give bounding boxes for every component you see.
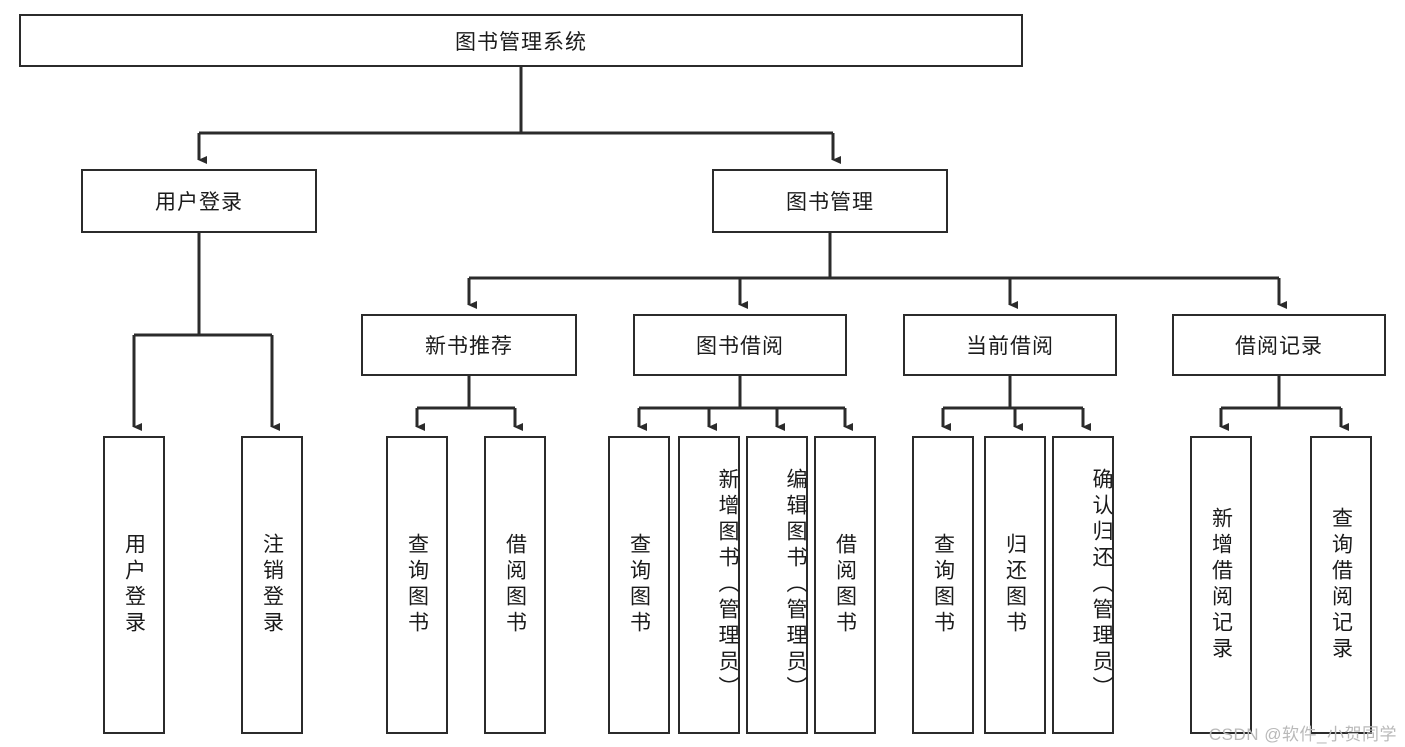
node-label: 当前借阅 [966,335,1054,358]
connector-root-to-level2 [197,67,841,164]
connector-bookmgmt-to-level3 [467,233,1287,309]
node-root-system[interactable]: 图书管理系统 [19,14,1023,67]
node-leaf-query-book-current[interactable]: 查询图书 [912,436,974,734]
node-label: 确认归还（管理员） [1090,468,1113,702]
node-label: 用户登录 [155,191,243,214]
node-current-borrow[interactable]: 当前借阅 [903,314,1117,376]
node-label: 新书推荐 [425,335,513,358]
node-leaf-user-login[interactable]: 用户登录 [103,436,165,734]
node-label: 编辑图书（管理员） [784,468,807,702]
connector-borrowrecord-to-leaves [1219,376,1349,431]
node-leaf-borrow-book[interactable]: 借阅图书 [814,436,876,734]
node-leaf-query-borrow-record[interactable]: 查询借阅记录 [1310,436,1372,734]
node-leaf-borrow-book-recommend[interactable]: 借阅图书 [484,436,546,734]
node-leaf-add-borrow-record[interactable]: 新增借阅记录 [1190,436,1252,734]
node-label: 归还图书 [1003,533,1027,637]
node-new-book-recommend[interactable]: 新书推荐 [361,314,577,376]
node-leaf-query-book-borrow[interactable]: 查询图书 [608,436,670,734]
node-borrow-record[interactable]: 借阅记录 [1172,314,1386,376]
node-label: 新增图书（管理员） [716,468,739,702]
node-label: 图书借阅 [696,335,784,358]
node-leaf-logout[interactable]: 注销登录 [241,436,303,734]
connector-userlogin-to-leaves [132,233,280,431]
node-label: 借阅图书 [503,533,527,637]
node-label: 借阅图书 [833,533,857,637]
node-user-login[interactable]: 用户登录 [81,169,317,233]
node-book-management[interactable]: 图书管理 [712,169,948,233]
node-leaf-query-book-recommend[interactable]: 查询图书 [386,436,448,734]
node-label: 新增借阅记录 [1209,507,1233,663]
node-label: 图书管理 [786,191,874,214]
node-label: 用户登录 [122,533,146,637]
connector-currentborrow-to-leaves [941,376,1091,431]
node-leaf-return-book[interactable]: 归还图书 [984,436,1046,734]
node-label: 借阅记录 [1235,335,1323,358]
node-label: 查询图书 [627,533,651,637]
node-label: 查询图书 [931,533,955,637]
watermark-text: CSDN @软件_小贺同学 [1208,725,1397,744]
node-book-borrow[interactable]: 图书借阅 [633,314,847,376]
node-leaf-confirm-return[interactable]: 确认归还（管理员） [1052,436,1114,734]
node-label: 查询图书 [405,533,429,637]
node-label: 图书管理系统 [455,30,587,54]
connector-bookborrow-to-leaves [637,376,853,431]
node-label: 注销登录 [260,533,284,637]
node-leaf-edit-book[interactable]: 编辑图书（管理员） [746,436,808,734]
connector-newbook-to-leaves [415,376,523,431]
node-label: 查询借阅记录 [1329,507,1353,663]
node-leaf-add-book[interactable]: 新增图书（管理员） [678,436,740,734]
